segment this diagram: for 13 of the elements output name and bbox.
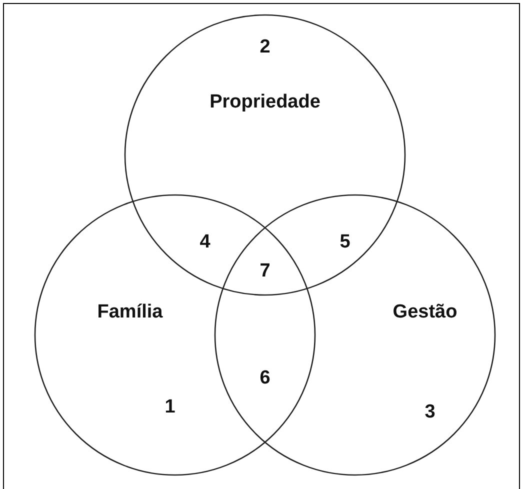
set-label: Propriedade: [210, 92, 320, 112]
region-number: 1: [164, 398, 176, 416]
region-number: 6: [260, 368, 270, 388]
region-number: 2: [260, 38, 270, 56]
region-number: 4: [200, 232, 210, 252]
set-label: Gestão: [392, 302, 458, 322]
venn-circle: [125, 15, 405, 295]
venn-circle: [35, 195, 315, 475]
set-label: Família: [97, 302, 163, 322]
venn-circle: [215, 195, 495, 475]
region-number: 3: [424, 402, 436, 422]
region-number: 5: [340, 232, 350, 252]
region-number: 7: [260, 262, 270, 280]
